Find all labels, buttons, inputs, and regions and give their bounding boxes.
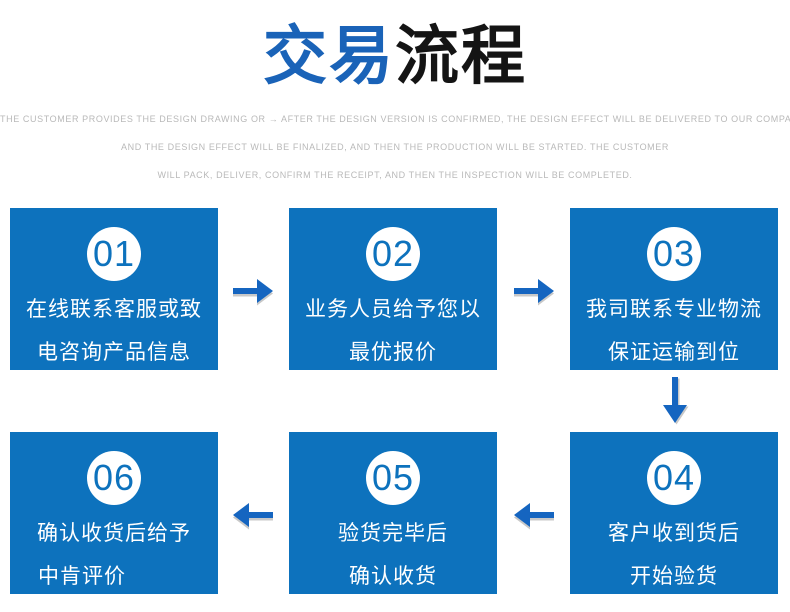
step-number-badge: 03 <box>647 227 701 281</box>
step-number-badge: 04 <box>647 451 701 505</box>
step-number: 03 <box>652 233 696 274</box>
step-number: 04 <box>652 457 696 498</box>
step-description-line-1: 确认收货后给予 <box>37 522 191 545</box>
arrow-down-icon <box>660 377 692 427</box>
subtitle-line-2: AND THE DESIGN EFFECT WILL BE FINALIZED,… <box>121 142 669 152</box>
page-title: 交易流程 <box>0 14 790 98</box>
step-description: 在线联系客服或致 电咨询产品信息 <box>10 288 218 374</box>
step-description-line-1: 验货完毕后 <box>338 522 448 545</box>
step-description-line-2: 电咨询产品信息 <box>37 341 191 364</box>
step-description: 验货完毕后 确认收货 <box>289 512 497 598</box>
subtitle: THE CUSTOMER PROVIDES THE DESIGN DRAWING… <box>0 114 790 198</box>
step-box-01: 01 在线联系客服或致 电咨询产品信息 <box>10 208 218 370</box>
step-number-badge: 06 <box>87 451 141 505</box>
step-box-04: 04 客户收到货后 开始验货 <box>570 432 778 594</box>
step-number: 01 <box>92 233 136 274</box>
arrow-left-icon <box>514 498 554 534</box>
step-number: 05 <box>371 457 415 498</box>
arrow-right-icon <box>233 274 273 310</box>
step-number: 02 <box>371 233 415 274</box>
step-description-line-2: 保证运输到位 <box>608 341 740 364</box>
subtitle-line-3: WILL PACK, DELIVER, CONFIRM THE RECEIPT,… <box>157 170 633 180</box>
page-title-dark-part: 流程 <box>395 20 527 92</box>
step-description-line-2: 开始验货 <box>630 565 718 588</box>
step-description: 业务人员给予您以 最优报价 <box>289 288 497 374</box>
step-description-line-2: 确认收货 <box>349 565 437 588</box>
step-description-line-1: 业务人员给予您以 <box>305 298 481 321</box>
step-description-line-2: 中肯评价 <box>38 565 126 588</box>
step-description: 客户收到货后 开始验货 <box>570 512 778 598</box>
arrow-left-icon <box>233 498 273 534</box>
step-description: 确认收货后给予 中肯评价 <box>10 512 218 598</box>
step-description-line-1: 客户收到货后 <box>608 522 740 545</box>
step-description-line-1: 在线联系客服或致 <box>26 298 202 321</box>
arrow-right-icon <box>514 274 554 310</box>
step-description-line-2: 最优报价 <box>349 341 437 364</box>
step-number-badge: 02 <box>366 227 420 281</box>
step-number-badge: 05 <box>366 451 420 505</box>
step-box-05: 05 验货完毕后 确认收货 <box>289 432 497 594</box>
step-description: 我司联系专业物流 保证运输到位 <box>570 288 778 374</box>
step-number-badge: 01 <box>87 227 141 281</box>
step-box-02: 02 业务人员给予您以 最优报价 <box>289 208 497 370</box>
step-box-06: 06 确认收货后给予 中肯评价 <box>10 432 218 594</box>
step-box-03: 03 我司联系专业物流 保证运输到位 <box>570 208 778 370</box>
step-number: 06 <box>92 457 136 498</box>
step-description-line-1: 我司联系专业物流 <box>586 298 762 321</box>
subtitle-line-1: THE CUSTOMER PROVIDES THE DESIGN DRAWING… <box>0 114 790 124</box>
page-title-blue-part: 交易 <box>263 20 395 92</box>
